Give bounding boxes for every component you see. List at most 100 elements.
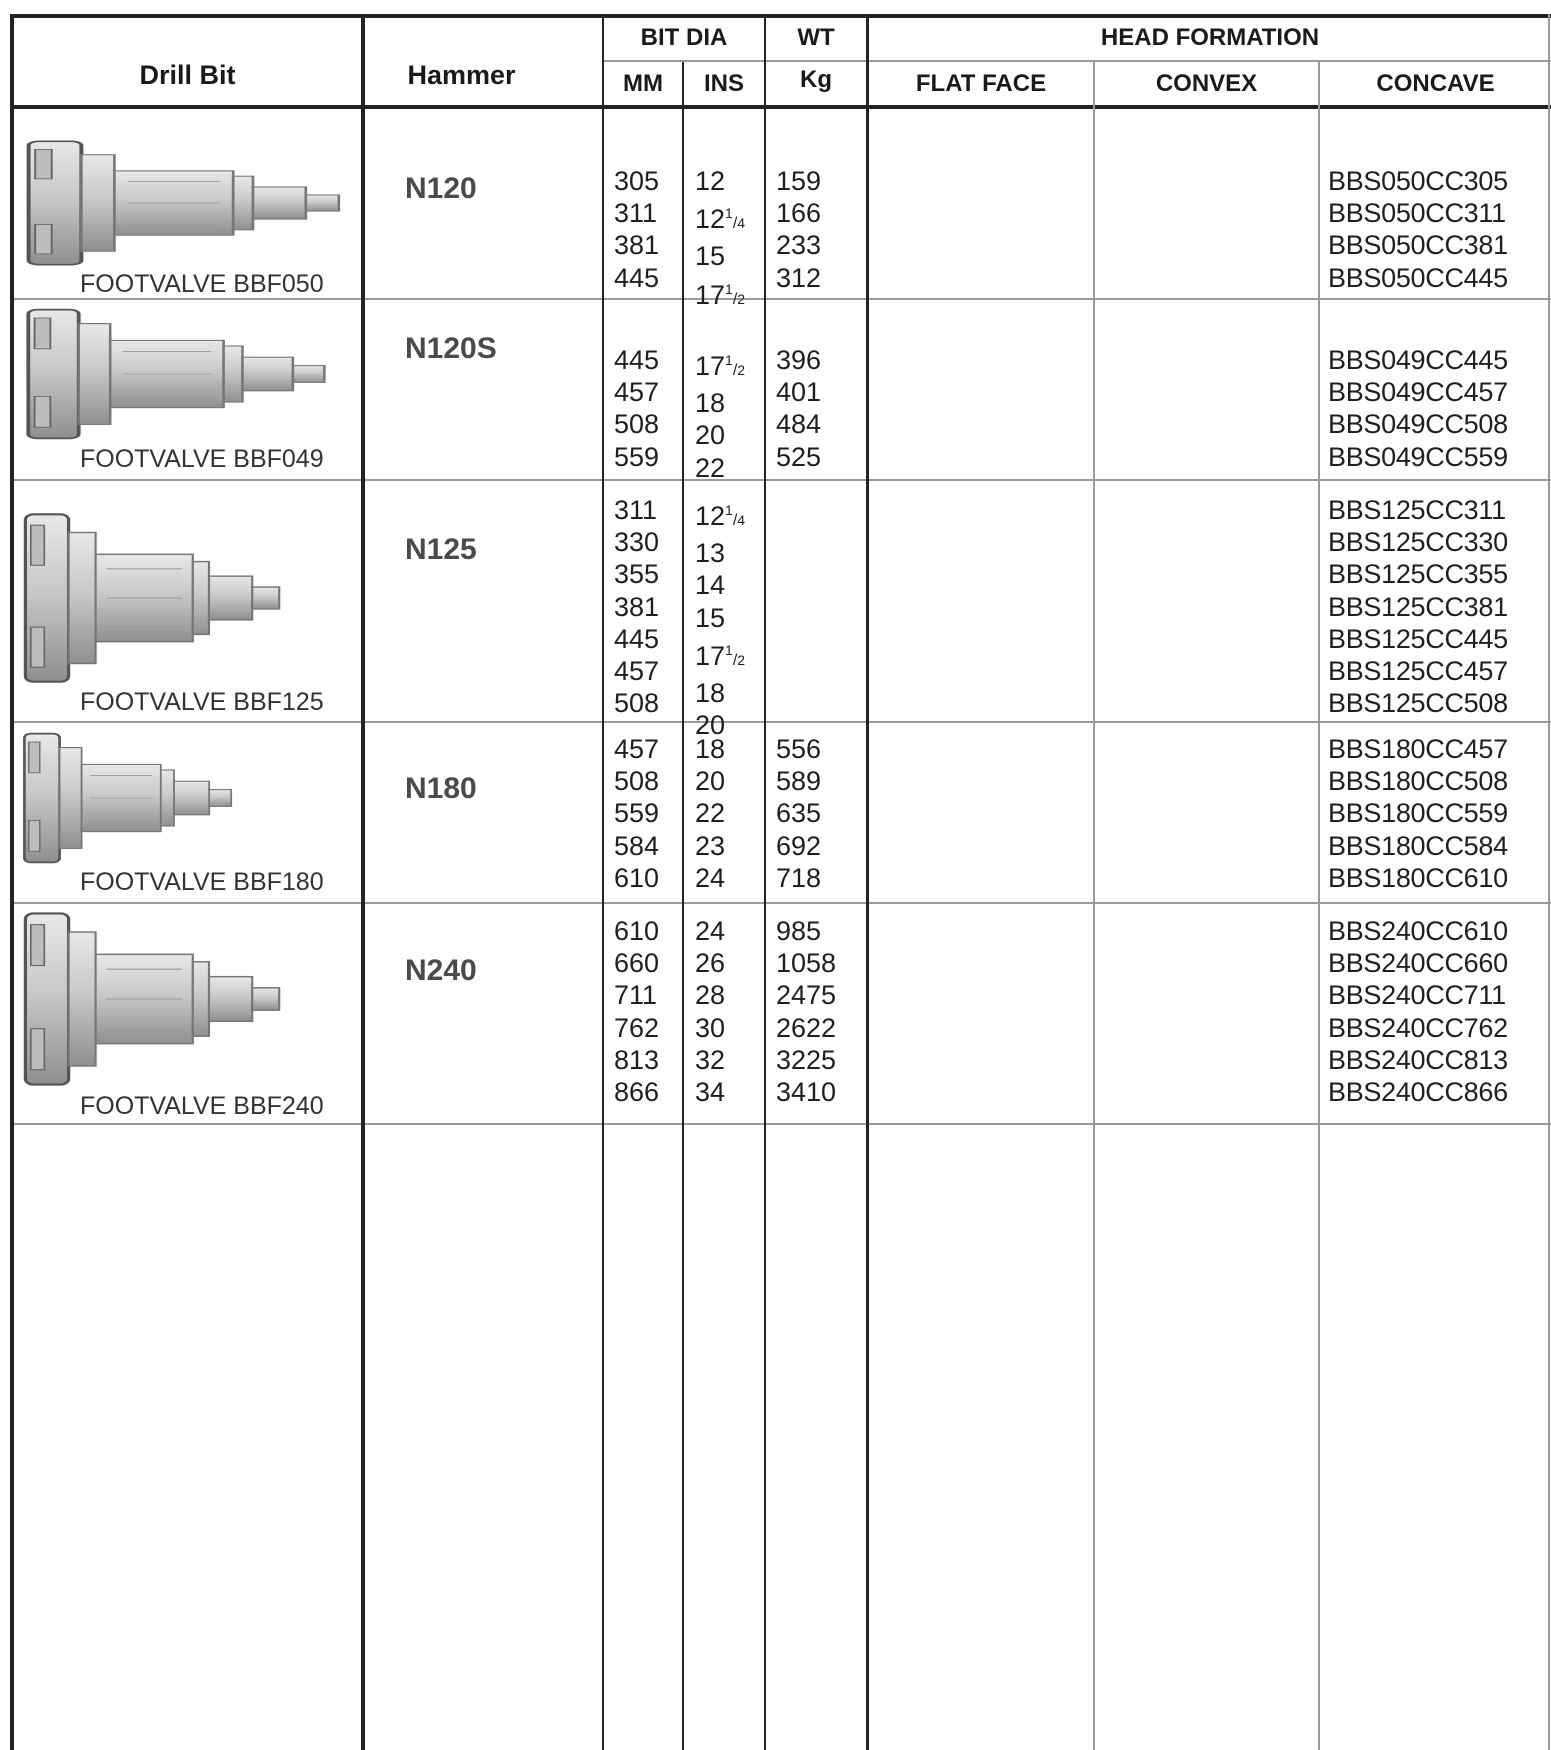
ins-value: 171/2 <box>695 351 746 381</box>
weight-value: 635 <box>776 798 822 829</box>
mm-value: 813 <box>614 1044 660 1075</box>
weight-value: 159 <box>776 166 822 196</box>
drill-bit-image <box>20 728 240 868</box>
concave-part-number: BBS049CC445 <box>1328 345 1508 375</box>
ins-value: 30 <box>695 1012 726 1043</box>
header-head-formation: HEAD FORMATION <box>1100 24 1320 51</box>
ins-value: 171/2 <box>695 279 746 310</box>
drill-bit-image <box>22 304 337 444</box>
hammer-model: N180 <box>405 772 477 805</box>
weight-value: 985 <box>776 916 822 946</box>
weight-value: 2475 <box>776 980 837 1011</box>
weight-value: 166 <box>776 198 822 229</box>
concave-part-number: BBS180CC610 <box>1328 862 1508 893</box>
mm-value: 660 <box>614 948 660 979</box>
concave-part-number: BBS180CC559 <box>1328 798 1508 829</box>
footvalve-label: FOOTVALVE BBF240 <box>80 1092 324 1120</box>
ins-value: 23 <box>695 830 726 861</box>
weight-value: 401 <box>776 377 822 408</box>
concave-part-number: BBS049CC508 <box>1328 409 1508 440</box>
mm-value: 762 <box>614 1012 660 1043</box>
weight-value: 3410 <box>776 1077 837 1108</box>
drill-bit-image <box>22 136 352 270</box>
ins-value: 15 <box>695 602 726 633</box>
footvalve-label: FOOTVALVE BBF049 <box>80 445 324 473</box>
mm-value: 559 <box>614 441 660 472</box>
ins-value: 32 <box>695 1044 726 1075</box>
ins-value: 20 <box>695 766 726 797</box>
weight-value: 1058 <box>776 948 837 979</box>
weight-value: 396 <box>776 345 822 375</box>
concave-part-number: BBS180CC584 <box>1328 830 1508 861</box>
mm-value: 381 <box>614 230 660 261</box>
mm-value: 445 <box>614 345 660 375</box>
ins-value: 22 <box>695 798 726 829</box>
hammer-model: N125 <box>405 533 477 566</box>
mm-value: 610 <box>614 862 660 893</box>
ins-value: 121/4 <box>695 501 746 531</box>
weight-value: 525 <box>776 441 822 472</box>
header-mm: MM <box>623 70 663 97</box>
concave-part-number: BBS049CC457 <box>1328 377 1508 408</box>
ins-value: 12 <box>695 166 726 196</box>
weight-value: 556 <box>776 734 822 764</box>
hammer-model: N120 <box>405 172 477 205</box>
mm-value: 381 <box>614 591 660 622</box>
ins-value: 15 <box>695 241 726 272</box>
weight-value: 233 <box>776 230 822 261</box>
ins-value: 26 <box>695 948 726 979</box>
mm-value: 584 <box>614 830 660 861</box>
weight-value: 312 <box>776 262 822 293</box>
mm-value: 311 <box>614 198 658 229</box>
mm-value: 508 <box>614 409 660 440</box>
header-bit-dia: BIT DIA <box>640 24 728 51</box>
header-wt: WT <box>797 24 835 51</box>
concave-part-number: BBS240CC813 <box>1328 1044 1508 1075</box>
concave-part-number: BBS050CC381 <box>1328 230 1508 261</box>
concave-part-number: BBS050CC305 <box>1328 166 1508 196</box>
ins-value: 13 <box>695 538 726 569</box>
drill-bit-image <box>20 906 290 1092</box>
header-concave: CONCAVE <box>1376 70 1495 97</box>
weight-value: 718 <box>776 862 822 893</box>
mm-value: 355 <box>614 559 660 590</box>
mm-value: 457 <box>614 734 660 764</box>
ins-value: 121/4 <box>695 204 746 235</box>
mm-value: 445 <box>614 623 660 654</box>
ins-value: 171/2 <box>695 640 746 671</box>
concave-part-number: BBS125CC311 <box>1328 495 1506 525</box>
mm-value: 330 <box>614 527 660 558</box>
ins-value: 18 <box>695 678 726 709</box>
mm-value: 311 <box>614 495 658 525</box>
ins-value: 20 <box>695 710 726 741</box>
header-hammer: Hammer <box>407 60 516 90</box>
ins-value: 18 <box>695 388 726 419</box>
concave-part-number: BBS125CC330 <box>1328 527 1508 558</box>
mm-value: 445 <box>614 262 660 293</box>
ins-value: 18 <box>695 734 726 764</box>
header-flat-face: FLAT FACE <box>915 70 1047 97</box>
concave-part-number: BBS050CC311 <box>1328 198 1506 229</box>
ins-value: 28 <box>695 980 726 1011</box>
header-convex: CONVEX <box>1155 70 1258 97</box>
mm-value: 610 <box>614 916 660 946</box>
ins-column: 12 121/4 15 171/2 <box>695 165 745 316</box>
header-ins: INS <box>703 70 744 97</box>
ins-value: 34 <box>695 1077 726 1108</box>
concave-part-number: BBS125CC457 <box>1328 656 1508 687</box>
ins-value: 24 <box>695 916 726 946</box>
mm-value: 508 <box>614 688 660 719</box>
